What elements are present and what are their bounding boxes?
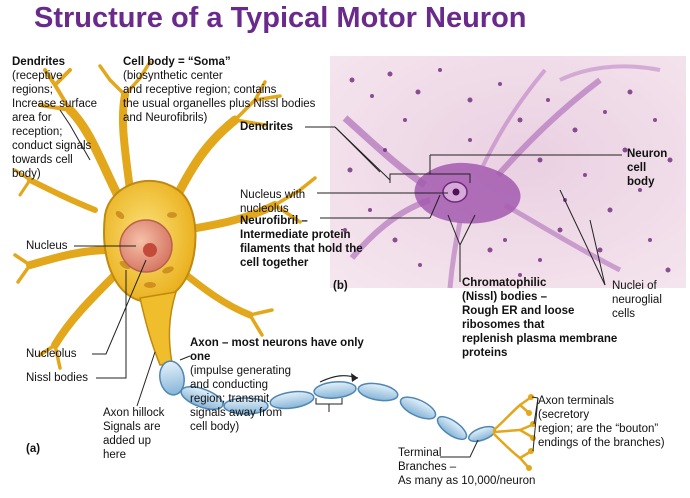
axon-description: Axon – most neurons have only one (impul… bbox=[190, 336, 364, 434]
axon-line: cell body) bbox=[190, 421, 240, 433]
terminals-line: region; are the “bouton” bbox=[538, 423, 659, 435]
cell-body-line: cell bbox=[627, 162, 647, 174]
chromatophilic-line: (Nissl) bodies – bbox=[462, 291, 547, 303]
chromatophilic-line: proteins bbox=[462, 347, 508, 359]
axon-line: signals away from bbox=[190, 407, 283, 419]
dendrites-line: conduct signals bbox=[12, 140, 92, 152]
cell-body-line: body bbox=[627, 176, 655, 188]
axon-heading-2: one bbox=[190, 351, 211, 363]
micrograph-panel bbox=[305, 56, 686, 289]
part-a-label: (a) bbox=[26, 443, 41, 455]
dendrites-description: Dendrites (receptive regions; Increase s… bbox=[12, 55, 97, 181]
soma-heading: Cell body = “Soma” bbox=[123, 56, 231, 68]
nucleus-with-line: nucleolus bbox=[240, 203, 289, 215]
neuroglial-line: neuroglial bbox=[612, 294, 662, 306]
neuron-illustration bbox=[13, 60, 536, 471]
nucleus-with-nucleolus-label: Nucleus with nucleolus bbox=[240, 188, 305, 216]
branches-line: Branches – bbox=[398, 461, 457, 473]
micrograph-dendrites-label: Dendrites bbox=[240, 121, 294, 133]
neurofibril-line: filaments that hold the bbox=[240, 243, 363, 255]
soma-line: the usual organelles plus Nissl bodies bbox=[123, 98, 316, 110]
neuroglial-line: Nuclei of bbox=[612, 280, 657, 292]
part-b-label: (b) bbox=[333, 280, 348, 292]
soma-description: Cell body = “Soma” (biosynthetic center … bbox=[123, 55, 315, 125]
nucleus-with-line: Nucleus with bbox=[240, 189, 306, 201]
dendrites-line: body) bbox=[12, 168, 41, 180]
neurofibril-line: cell together bbox=[240, 257, 309, 269]
axon-hillock-description: Axon hillock Signals are added up here bbox=[103, 406, 164, 462]
hillock-line: here bbox=[103, 449, 127, 461]
chromatophilic-bodies-label: Chromatophilic (Nissl) bodies – Rough ER… bbox=[462, 276, 617, 360]
dendrites-line: Increase surface bbox=[12, 98, 98, 110]
soma-line: (biosynthetic center bbox=[123, 70, 223, 82]
nissl-bodies-label: Nissl bodies bbox=[26, 372, 88, 384]
neurofibril-line: Intermediate protein bbox=[240, 229, 351, 241]
chromatophilic-line: Chromatophilic bbox=[462, 277, 547, 289]
terminal-branches-description: Terminal Branches – As many as 10,000/ne… bbox=[398, 446, 535, 488]
page-title: Structure of a Typical Motor Neuron bbox=[34, 2, 527, 34]
chromatophilic-line: Rough ER and loose bbox=[462, 305, 575, 317]
dendrites-line: area for bbox=[12, 112, 52, 124]
neuroglial-line: cells bbox=[612, 308, 636, 320]
axon-heading: Axon – most neurons have only bbox=[190, 337, 364, 349]
terminals-line: endings of the branches) bbox=[538, 437, 665, 449]
neurofibril-label: Neurofibril – Intermediate protein filam… bbox=[240, 214, 363, 270]
chromatophilic-line: replenish plasma membrane bbox=[462, 333, 618, 345]
axon-line: (impulse generating bbox=[190, 365, 292, 377]
neurofibril-line: Neurofibril – bbox=[240, 215, 308, 227]
dendrites-heading: Dendrites bbox=[12, 56, 66, 68]
axon-line: region; transmit bbox=[190, 393, 270, 405]
soma-line: and receptive region; contains bbox=[123, 84, 277, 96]
axon bbox=[159, 360, 497, 443]
hillock-line: Axon hillock bbox=[103, 407, 165, 419]
terminals-line: (secretory bbox=[538, 409, 590, 421]
dendrites-line: reception; bbox=[12, 126, 63, 138]
hillock-line: added up bbox=[103, 435, 151, 447]
leader-lines bbox=[59, 109, 539, 458]
neuron-cell-body-label: Neuron cell body bbox=[627, 147, 667, 189]
soma-line: and Neurofibrils) bbox=[123, 112, 208, 124]
cell-body-line: Neuron bbox=[627, 148, 668, 160]
dendrites-line: towards cell bbox=[12, 154, 73, 166]
terminals-line: Axon terminals bbox=[538, 395, 615, 407]
nucleus-label: Nucleus bbox=[26, 240, 68, 252]
branches-line: Terminal bbox=[398, 447, 442, 459]
chromatophilic-line: ribosomes that bbox=[462, 319, 545, 331]
nucleolus-label: Nucleolus bbox=[26, 348, 77, 360]
dendrites-line: (receptive bbox=[12, 70, 63, 82]
dendrites-line: regions; bbox=[12, 84, 53, 96]
axon-terminals-description: Axon terminals (secretory region; are th… bbox=[538, 394, 665, 450]
neuroglial-nuclei-label: Nuclei of neuroglial cells bbox=[612, 279, 662, 321]
hillock-line: Signals are bbox=[103, 421, 161, 433]
axon-line: and conducting bbox=[190, 379, 269, 391]
branches-line: As many as 10,000/neuron bbox=[398, 475, 536, 487]
